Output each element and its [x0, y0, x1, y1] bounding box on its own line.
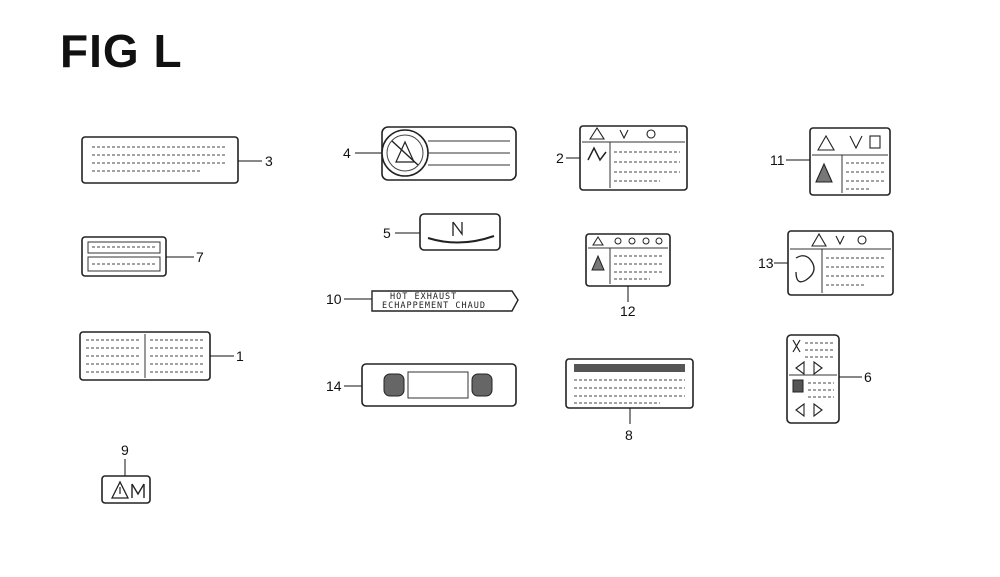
callout-14: 14 — [326, 378, 342, 394]
explosion-icon — [795, 255, 815, 283]
label-part-11[interactable] — [786, 127, 891, 196]
arrow-icon — [795, 360, 823, 376]
warning-triangle-icon — [811, 232, 827, 247]
callout-6: 6 — [864, 369, 872, 385]
callout-9: 9 — [121, 442, 129, 458]
exhaust-text-fr: ECHAPPEMENT CHAUD — [382, 301, 486, 311]
choke-icon — [452, 221, 463, 236]
book-icon — [869, 135, 881, 149]
label-part-3[interactable] — [81, 136, 262, 184]
callout-4: 4 — [343, 145, 351, 161]
figure-title: FIG L — [60, 25, 183, 77]
hazard-icon — [591, 254, 605, 271]
fuel-hazard-icon — [815, 162, 833, 183]
label-part-14[interactable] — [344, 363, 517, 407]
label-part-10[interactable]: HOT EXHAUST ECHAPPEMENT CHAUD — [344, 290, 519, 312]
warning-triangle-icon — [592, 236, 604, 246]
callout-8: 8 — [625, 427, 633, 443]
person-icon — [587, 146, 607, 162]
label-part-9[interactable] — [101, 459, 151, 504]
callout-7: 7 — [196, 249, 204, 265]
book-icon — [646, 129, 656, 139]
label-part-8[interactable] — [565, 358, 694, 424]
callout-2: 2 — [556, 150, 564, 166]
label-part-13[interactable] — [774, 230, 894, 296]
arrow-icon — [131, 483, 145, 496]
label-part-5[interactable] — [395, 213, 501, 251]
callout-3: 3 — [265, 153, 273, 169]
arrow-icon — [795, 402, 823, 418]
warning-triangle-icon — [110, 480, 130, 499]
no-smoking-icon — [395, 140, 415, 163]
callout-11: 11 — [770, 152, 785, 168]
exhaust-text-en: HOT EXHAUST — [390, 292, 457, 302]
callout-12: 12 — [620, 303, 636, 319]
switch-icon — [792, 339, 801, 353]
callout-5: 5 — [383, 225, 391, 241]
label-part-6[interactable] — [786, 334, 862, 424]
warning-triangle-icon — [817, 134, 835, 151]
fire-icon — [619, 129, 629, 140]
callout-13: 13 — [758, 255, 774, 271]
warning-triangle-icon — [588, 126, 606, 140]
label-part-7[interactable] — [81, 236, 194, 277]
callout-10: 10 — [326, 291, 342, 307]
label-part-1[interactable] — [79, 331, 234, 381]
callout-1: 1 — [236, 348, 244, 364]
label-part-2[interactable] — [566, 125, 688, 191]
label-part-4[interactable] — [355, 126, 517, 181]
label-part-12[interactable] — [585, 233, 671, 302]
